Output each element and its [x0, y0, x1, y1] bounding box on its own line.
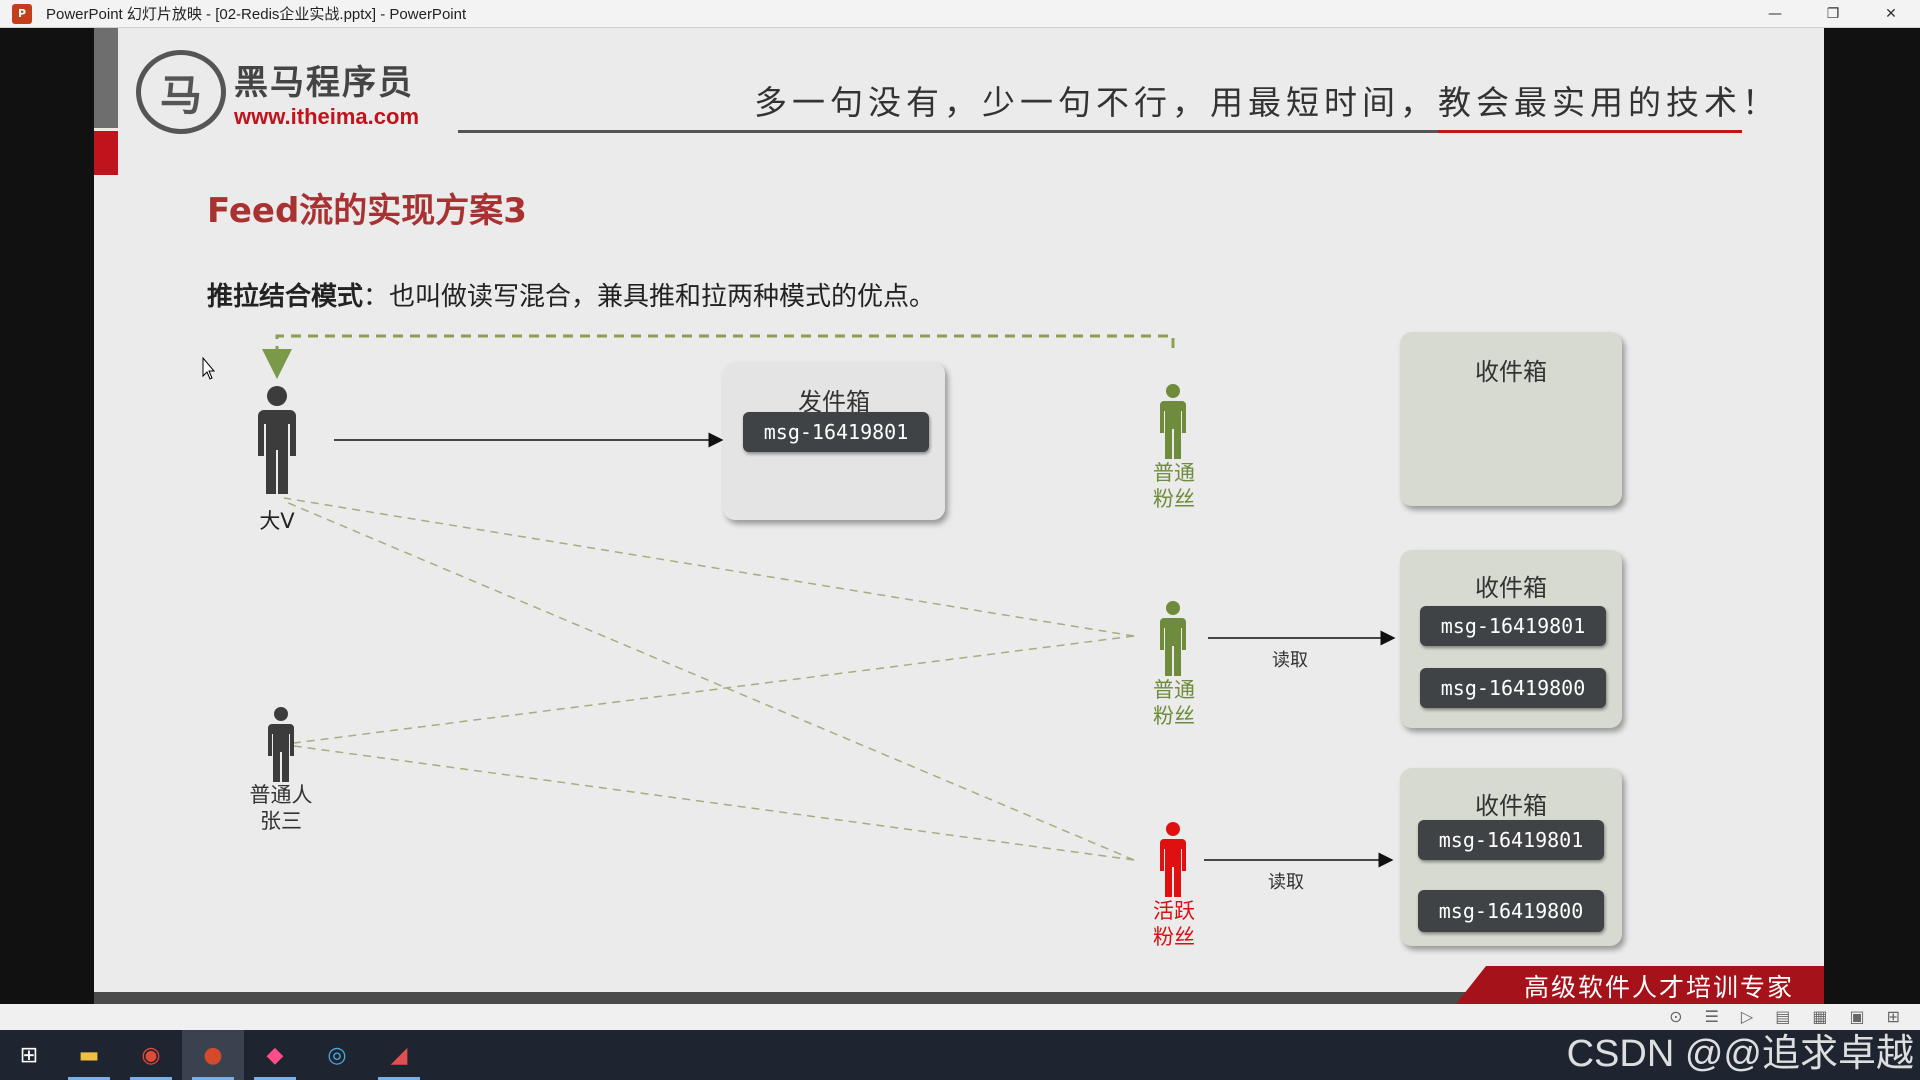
- grid-icon[interactable]: ▦: [1812, 1007, 1828, 1026]
- chrome-icon[interactable]: ◉: [120, 1030, 182, 1080]
- outbox: 发件箱 msg-16419801: [723, 362, 945, 520]
- window-controls: — ❐ ✕: [1746, 0, 1920, 28]
- slide-description: 推拉结合模式：也叫做读写混合，兼具推和拉两种模式的优点。: [207, 276, 935, 313]
- read-label-1: 读取: [1272, 650, 1308, 671]
- fan2-label-line1: 普通: [1153, 678, 1195, 702]
- slide-title: Feed流的实现方案3: [207, 191, 527, 231]
- bigv-label: 大V: [259, 509, 295, 533]
- inbox-fan2-msg-2: msg-16419800: [1420, 668, 1606, 708]
- restore-button[interactable]: ❐: [1826, 6, 1840, 22]
- zhangsan-person-icon: [268, 707, 294, 782]
- slideshow-controls: ⊙ ☰ ▷ ▤ ▦ ▣ ⊞: [1669, 1007, 1900, 1026]
- active-fan-label: 活跃 粉丝: [1146, 898, 1202, 950]
- prev-icon[interactable]: ⊙: [1669, 1007, 1683, 1026]
- active-to-bigv-line: [285, 501, 1135, 861]
- fan1-label: 普通 粉丝: [1146, 460, 1202, 512]
- header-divider-accent: [1438, 130, 1742, 133]
- play-icon[interactable]: ▷: [1740, 1007, 1754, 1026]
- tool-icon[interactable]: ◢: [368, 1030, 430, 1080]
- minimize-button[interactable]: —: [1768, 6, 1782, 22]
- pull-loop-line: [262, 334, 1175, 379]
- reading-view-icon[interactable]: ▣: [1849, 1007, 1865, 1026]
- zhangsan-label-line2: 张三: [260, 809, 302, 833]
- desc-bold: 推拉结合模式: [207, 282, 364, 312]
- window-titlebar: P PowerPoint 幻灯片放映 - [02-Redis企业实战.pptx]…: [0, 0, 1920, 28]
- fan2-label-line2: 粉丝: [1153, 704, 1195, 728]
- intellij-icon[interactable]: ◆: [244, 1030, 306, 1080]
- bigv-person-icon: [258, 386, 296, 494]
- active-fan-person-icon: [1160, 822, 1186, 897]
- inbox-fan1-title: 收件箱: [1475, 358, 1547, 386]
- outbox-msg: msg-16419801: [743, 412, 929, 452]
- logo: 马 黑马程序员 www.itheima.com: [136, 50, 419, 134]
- window-title: PowerPoint 幻灯片放映 - [02-Redis企业实战.pptx] -…: [46, 6, 467, 23]
- desc-text: ：也叫做读写混合，兼具推和拉两种模式的优点。: [363, 282, 936, 312]
- fan1-label-line1: 普通: [1153, 461, 1195, 485]
- footer-strip: [94, 992, 1824, 1004]
- footer-banner: [1456, 966, 1824, 1004]
- fan2-to-bigv-line: [283, 497, 1135, 637]
- active-to-zhangsan-line: [293, 745, 1135, 861]
- active-fan-label-line2: 粉丝: [1153, 925, 1195, 949]
- mouse-cursor-icon: [202, 356, 216, 380]
- inbox-fan2-msg-1: msg-16419801: [1420, 606, 1606, 646]
- horse-logo-icon: 马: [136, 50, 226, 134]
- read-label-2: 读取: [1268, 872, 1304, 893]
- file-explorer-icon[interactable]: ▬: [58, 1030, 120, 1080]
- inbox-active-msg-2: msg-16419800: [1418, 890, 1604, 932]
- inbox-active-fan: 收件箱 msg-16419801 msg-16419800: [1400, 768, 1622, 946]
- fan1-person-icon: [1160, 384, 1186, 459]
- feed-diagram: [202, 334, 1396, 897]
- slideshow-icon[interactable]: ⊞: [1886, 1007, 1900, 1026]
- inbox-active-fan-title: 收件箱: [1475, 792, 1547, 820]
- fan2-person-icon: [1160, 601, 1186, 676]
- header-divider: [458, 130, 1742, 133]
- powerpoint-icon[interactable]: ●: [182, 1030, 244, 1080]
- fan2-label: 普通 粉丝: [1146, 677, 1202, 729]
- menu-icon[interactable]: ☰: [1704, 1007, 1719, 1026]
- logo-text: 黑马程序员 www.itheima.com: [234, 55, 419, 130]
- outbox-title: 发件箱: [798, 388, 870, 416]
- slide[interactable]: 马 黑马程序员 www.itheima.com 多一句没有，少一句不行，用最短时…: [94, 28, 1824, 1004]
- zhangsan-label: 普通人 张三: [241, 782, 321, 834]
- powerpoint-icon: P: [12, 3, 32, 24]
- active-fan-label-line1: 活跃: [1153, 899, 1195, 923]
- inbox-fan1: 收件箱: [1400, 332, 1622, 506]
- start-icon[interactable]: ⊞: [19, 1042, 39, 1068]
- zhangsan-label-line1: 普通人: [249, 783, 313, 807]
- decor-bar-gray: [94, 28, 118, 128]
- footer-slogan: 高级软件人才培训专家: [1524, 973, 1795, 1002]
- slideshow-toolbar: ⊙ ☰ ▷ ▤ ▦ ▣ ⊞: [0, 1004, 1920, 1030]
- decor-bar-red: [94, 131, 118, 175]
- inbox-fan2-title: 收件箱: [1475, 574, 1547, 602]
- fan1-label-line2: 粉丝: [1153, 487, 1195, 511]
- notes-icon[interactable]: ▤: [1775, 1007, 1791, 1026]
- watermark: CSDN @@追求卓越: [1566, 1033, 1914, 1075]
- app-icon[interactable]: ◎: [327, 1042, 347, 1068]
- inbox-fan2: 收件箱 msg-16419801 msg-16419800: [1400, 550, 1622, 728]
- fan2-to-zhangsan-line: [293, 635, 1135, 744]
- taskbar: ⊞ ▬ ◉ ● ◆ ◎ ◢: [0, 1030, 1920, 1080]
- close-button[interactable]: ✕: [1885, 6, 1897, 22]
- slogan: 多一句没有，少一句不行，用最短时间，教会最实用的技术！: [754, 83, 1780, 122]
- logo-url: www.itheima.com: [234, 103, 420, 129]
- logo-name: 黑马程序员: [234, 62, 414, 103]
- inbox-active-msg-1: msg-16419801: [1418, 820, 1604, 860]
